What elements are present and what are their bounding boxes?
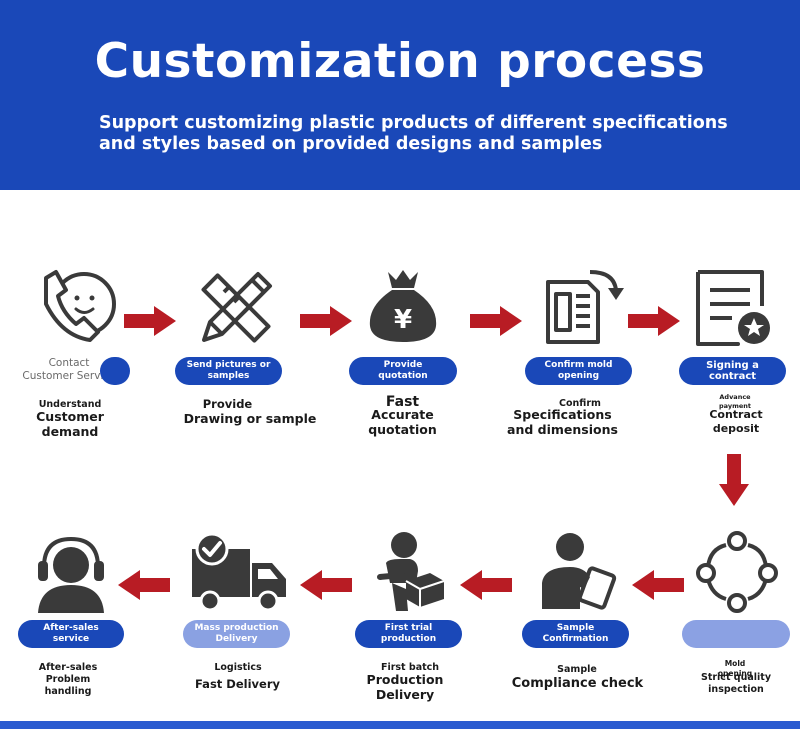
step8-desc-large: Production Delivery — [366, 672, 444, 702]
page-subtitle: Support customizing plastic products of … — [99, 113, 728, 154]
step10-pill: After-sales service — [18, 620, 124, 648]
step8-desc-small: First batch — [380, 662, 440, 673]
headset-support-icon — [38, 536, 104, 613]
step7-desc-small: Sample — [557, 664, 597, 675]
arrow-right-icon — [628, 306, 680, 336]
step1-desc-large: Customer demand — [36, 409, 104, 439]
step4-desc-small: Confirm — [559, 398, 601, 409]
step3-desc-small: Fast — [385, 394, 420, 410]
arrow-right-icon — [470, 306, 522, 336]
step9-pill: Mass production Delivery — [183, 620, 290, 648]
step5-desc-large: Contract deposit — [709, 408, 763, 435]
arrow-right-icon — [124, 306, 176, 336]
document-refresh-icon — [546, 270, 624, 344]
step5-pill: Signing a contract — [679, 357, 786, 385]
step2-pill: Send pictures or samples — [175, 357, 282, 385]
contract-seal-icon — [696, 270, 770, 346]
step5-desc-small: Advance payment — [719, 393, 751, 410]
step6-pill — [682, 620, 790, 648]
arrow-down-icon — [719, 454, 749, 506]
step6-desc-small: Mold opening — [717, 659, 753, 678]
step1-desc-small: Understand — [38, 399, 102, 410]
step2-desc-small: Provide — [202, 397, 253, 411]
person-box-icon — [377, 532, 445, 611]
money-bag-icon: ¥ — [369, 270, 437, 342]
footer-bar — [0, 721, 800, 729]
phone-smile-icon — [44, 270, 116, 342]
arrow-left-icon — [632, 570, 684, 600]
truck-check-icon — [192, 532, 286, 612]
step3-pill: Provide quotation — [349, 357, 457, 385]
arrow-left-icon — [118, 570, 170, 600]
person-inspect-icon — [542, 533, 617, 610]
step1-pill — [100, 357, 130, 385]
step10-desc-small: After-sales Problem handling — [38, 662, 98, 697]
step9-desc-large: Fast Delivery — [195, 677, 280, 691]
step6-desc-large: Strict quality inspection — [700, 672, 772, 695]
page-title: Customization process — [94, 34, 706, 89]
step8-pill: First trial production — [355, 620, 462, 648]
pencil-ruler-icon — [201, 272, 272, 343]
arrow-left-icon — [300, 570, 352, 600]
step2-desc-large: Drawing or sample — [183, 411, 317, 426]
cycle-nodes-icon — [696, 531, 778, 613]
arrow-left-icon — [460, 570, 512, 600]
step7-desc-large: Compliance check — [511, 676, 644, 691]
svg-text:¥: ¥ — [394, 305, 412, 335]
header-banner: Customization process Support customizin… — [0, 0, 800, 190]
arrow-right-icon — [300, 306, 352, 336]
step9-desc-small: Logistics — [214, 662, 262, 673]
step7-pill: Sample Confirmation — [522, 620, 629, 648]
step4-pill: Confirm mold opening — [525, 357, 632, 385]
step4-desc-large: Specifications and dimensions — [507, 407, 618, 437]
step3-desc-large: Accurate quotation — [368, 407, 437, 437]
